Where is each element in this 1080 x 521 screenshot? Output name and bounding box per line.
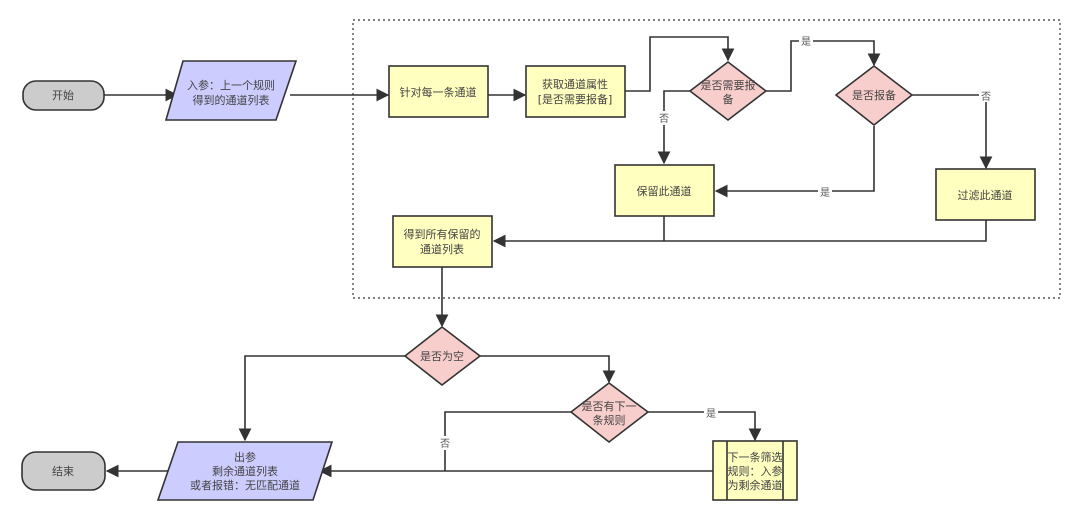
node-collect-text-line1: 得到所有保留的 bbox=[404, 227, 481, 241]
node-input[interactable]: 入参：上一个规则 得到的通道列表 bbox=[164, 60, 298, 121]
node-collect[interactable]: 得到所有保留的 通道列表 bbox=[392, 215, 493, 268]
node-has-next[interactable]: 是否有下一 条规则 bbox=[569, 381, 650, 444]
node-output-text-line3: 或者报错：无匹配通道 bbox=[190, 478, 300, 492]
node-end-text: 结束 bbox=[52, 465, 74, 478]
edge-label-hasnext-no: 否 bbox=[440, 438, 450, 450]
node-start-text: 开始 bbox=[52, 88, 74, 102]
node-get-attr-text-line1: 获取通道属性 bbox=[542, 77, 608, 91]
edge-filter-collect bbox=[492, 220, 987, 248]
node-need-report-text-line2: 备 bbox=[723, 92, 734, 106]
loop-group-border bbox=[352, 19, 1061, 299]
edge-needreport-reported bbox=[766, 40, 881, 92]
node-input-text-line2: 得到的通道列表 bbox=[193, 93, 270, 107]
node-reported[interactable]: 是否报备 bbox=[834, 64, 914, 127]
node-need-report-text-line1: 是否需要报 bbox=[701, 78, 756, 92]
node-input-text-line1: 入参：上一个规则 bbox=[187, 78, 275, 92]
node-next-rule[interactable]: 下一条筛选 规则：入参 为剩余通道 bbox=[712, 440, 798, 501]
edge-reported-filter bbox=[912, 94, 993, 170]
node-filter-text: 过滤此通道 bbox=[958, 188, 1013, 202]
node-need-report[interactable]: 是否需要报 备 bbox=[688, 60, 768, 122]
edge-needreport-keep bbox=[657, 90, 690, 165]
node-get-attr-text-line2: [是否需要报备] bbox=[538, 92, 613, 106]
node-get-attr[interactable]: 获取通道属性 [是否需要报备] bbox=[525, 65, 626, 118]
node-output-text-line1: 出参 bbox=[234, 450, 256, 464]
node-keep-text: 保留此通道 bbox=[637, 184, 692, 198]
edge-reported-keep bbox=[714, 126, 875, 198]
edge-isempty-hasnext bbox=[480, 355, 616, 384]
edge-hasnext-output bbox=[444, 411, 571, 471]
node-output[interactable]: 出参 剩余通道列表 或者报错：无匹配通道 bbox=[156, 441, 334, 501]
node-collect-text-line2: 通道列表 bbox=[420, 242, 464, 256]
edge-getattr-needreport bbox=[625, 36, 735, 92]
node-next-rule-text-line3: 为剩余通道 bbox=[728, 478, 783, 492]
edge-labels: 是 否 是 否 是 否 bbox=[438, 34, 993, 450]
node-output-text-line2: 剩余通道列表 bbox=[212, 464, 278, 478]
edge-label-needreport-yes: 是 bbox=[801, 36, 811, 48]
edge-label-needreport-no: 否 bbox=[659, 113, 669, 125]
node-start[interactable]: 开始 bbox=[22, 80, 105, 111]
edge-label-reported-yes: 是 bbox=[820, 187, 830, 199]
edge-hasnext-nextrule bbox=[648, 411, 762, 442]
node-next-rule-text-line2: 规则：入参 bbox=[728, 464, 783, 478]
node-has-next-text-line2: 条规则 bbox=[593, 413, 626, 427]
node-for-each[interactable]: 针对每一条通道 bbox=[388, 65, 489, 118]
edges bbox=[104, 36, 993, 478]
node-for-each-text: 针对每一条通道 bbox=[400, 85, 477, 99]
node-keep[interactable]: 保留此通道 bbox=[614, 164, 715, 217]
edge-label-hasnext-yes: 是 bbox=[706, 408, 716, 420]
node-is-empty[interactable]: 是否为空 bbox=[403, 325, 482, 387]
node-end[interactable]: 结束 bbox=[21, 451, 106, 491]
edge-isempty-output bbox=[238, 355, 405, 442]
node-reported-text: 是否报备 bbox=[852, 88, 896, 102]
node-next-rule-text-line1: 下一条筛选 bbox=[728, 450, 783, 464]
node-is-empty-text: 是否为空 bbox=[420, 349, 464, 363]
node-has-next-text-line1: 是否有下一 bbox=[582, 399, 637, 413]
edge-label-reported-no: 否 bbox=[981, 91, 991, 103]
node-filter[interactable]: 过滤此通道 bbox=[935, 168, 1036, 221]
